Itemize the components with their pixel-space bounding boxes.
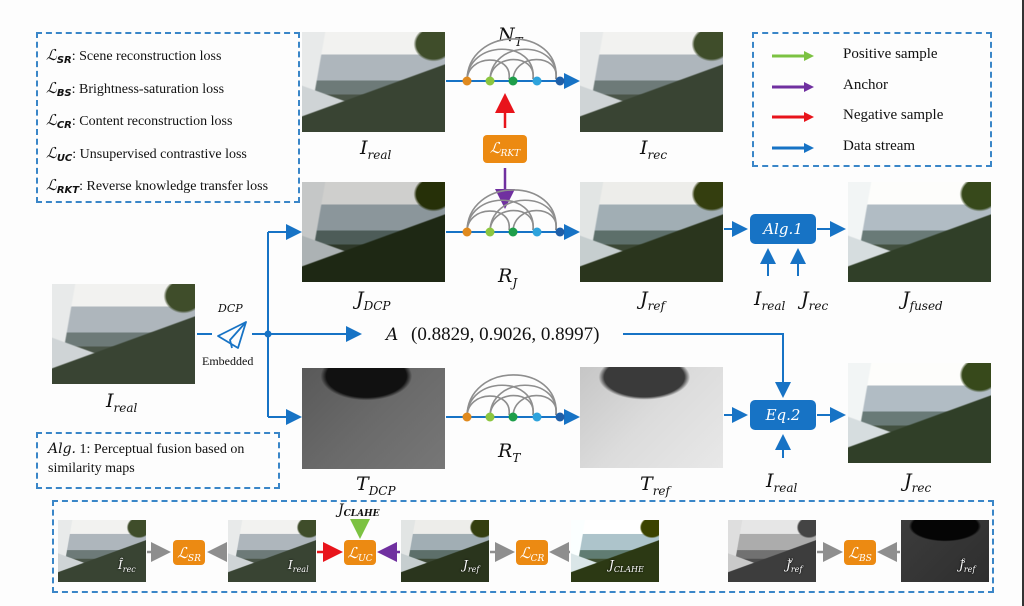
bottom-label-j-ref: Jref [463, 558, 480, 574]
image-t-dcp [302, 368, 445, 469]
atmospheric-symbol: A [386, 325, 399, 345]
bottom-label-j-ref-v: Jrefv [786, 556, 803, 574]
network-rt-node [508, 412, 518, 422]
paper-plane-icon [217, 321, 247, 349]
caption-i-real-top: Ireal [360, 137, 392, 162]
bottom-image-j-ref [401, 520, 489, 582]
network-nt-node [485, 76, 495, 86]
network-nt-node [532, 76, 542, 86]
network-rt-node [485, 412, 495, 422]
bottom-label-j-ref-s: Jrefs [959, 556, 976, 574]
embedded-label: Embedded [202, 354, 254, 368]
loss-box-cr: ℒCR [516, 540, 548, 565]
alg1-input-j-rec: Jrec [801, 288, 829, 313]
network-rj-node [485, 227, 495, 237]
bottom-loss-panel [52, 500, 994, 593]
network-rt-node [462, 412, 472, 422]
loss-box-uc: ℒUC [344, 540, 376, 565]
caption-t-dcp: TDCP [356, 473, 396, 498]
image-i-real-input [52, 284, 195, 384]
network-rj-node [532, 227, 542, 237]
caption-t-ref: Tref [640, 473, 670, 498]
loss-legend: ℒSR: Scene reconstruction loss ℒBS: Brig… [36, 32, 300, 203]
loss-box-sr: ℒSR [173, 540, 205, 565]
network-nt-node [508, 76, 518, 86]
caption-i-real-input: Ireal [106, 390, 138, 415]
image-j-dcp [302, 182, 445, 282]
bottom-image-i-rec-hat [58, 520, 146, 582]
dcp-label: DCP [218, 302, 243, 315]
bottom-label-i-real: Ireal [288, 558, 309, 574]
loss-box-bs: ℒBS [844, 540, 876, 565]
image-j-rec [848, 363, 991, 463]
network-rj-skip-connection [489, 199, 557, 233]
caption-j-dcp: JDCP [356, 288, 391, 313]
bottom-image-i-real [228, 520, 316, 582]
legend-anchor: Anchor [754, 77, 990, 97]
data-stream-arrow-icon [772, 143, 814, 153]
network-rt-skip-connection [512, 394, 557, 418]
image-j-ref [580, 182, 723, 282]
caption-j-fused: Jfused [902, 288, 943, 313]
network-label-rj: RJ [498, 265, 518, 290]
network-rj-skip-connection [466, 189, 557, 233]
atmospheric-to-eq2-arrow [623, 333, 791, 398]
network-rt-node [555, 412, 565, 422]
network-label-rt: RT [498, 440, 521, 465]
network-rj-skip-connection [512, 209, 557, 233]
network-nt-skip-connection [466, 38, 557, 82]
network-nt-node [462, 76, 472, 86]
network-nt-skip-connection [489, 48, 557, 82]
image-i-real-top [302, 32, 445, 132]
network-rt-node [532, 412, 542, 422]
eq2-box: Eq.2 [750, 400, 816, 430]
legend-item-cr: ℒCR: Content reconstruction loss [46, 111, 233, 131]
image-i-rec [580, 32, 723, 132]
alg-note: Alg. 1: Perceptual fusion based on simil… [36, 432, 280, 489]
alg1-box: Alg.1 [750, 214, 816, 244]
legend-item-rkt: ℒRKT: Reverse knowledge transfer loss [46, 176, 269, 196]
bottom-image-j-ref-v [728, 520, 816, 582]
image-t-ref [580, 367, 723, 468]
legend-data-stream: Data stream [754, 138, 990, 158]
negative-arrow-icon [772, 112, 814, 122]
network-rj-node [508, 227, 518, 237]
caption-i-rec: Irec [640, 137, 668, 162]
caption-j-rec: Jrec [904, 470, 932, 495]
network-rt-skip-connection [489, 384, 557, 418]
caption-j-ref: Jref [640, 288, 665, 313]
legend-item-uc: ℒUC: Unsupervised contrastive loss [46, 143, 247, 164]
anchor-arrow-icon [772, 82, 814, 92]
atmospheric-values: (0.8829, 0.9026, 0.8997) [411, 324, 600, 345]
eq2-input-i-real: Ireal [766, 470, 798, 495]
arrow-legend: Positive sample Anchor Negative sample D… [752, 32, 992, 167]
network-nt-skip-connection [512, 58, 557, 82]
network-rt-skip-connection [466, 374, 557, 418]
legend-positive: Positive sample [754, 46, 990, 66]
legend-negative: Negative sample [754, 107, 990, 127]
bottom-image-j-clahe [571, 520, 659, 582]
rkt-loss-box: ℒRKT [483, 135, 527, 163]
alg1-input-i-real: Ireal [754, 288, 786, 313]
image-j-fused [848, 182, 991, 282]
legend-item-sr: ℒSR: Scene reconstruction loss [46, 46, 222, 66]
bottom-label-i-rec-hat: Îrec [118, 558, 136, 574]
frame-border [1022, 0, 1024, 606]
bottom-image-j-ref-s [901, 520, 989, 582]
network-nt-node [555, 76, 565, 86]
legend-item-bs: ℒBS: Brightness-saturation loss [46, 78, 225, 99]
network-rj-node [555, 227, 565, 237]
positive-arrow-icon [772, 51, 814, 61]
junction-dot [264, 330, 272, 338]
bottom-label-j-clahe: JCLAHE [609, 558, 644, 574]
clahe-positive-label: JCLAHE [338, 502, 380, 519]
network-rj-node [462, 227, 472, 237]
